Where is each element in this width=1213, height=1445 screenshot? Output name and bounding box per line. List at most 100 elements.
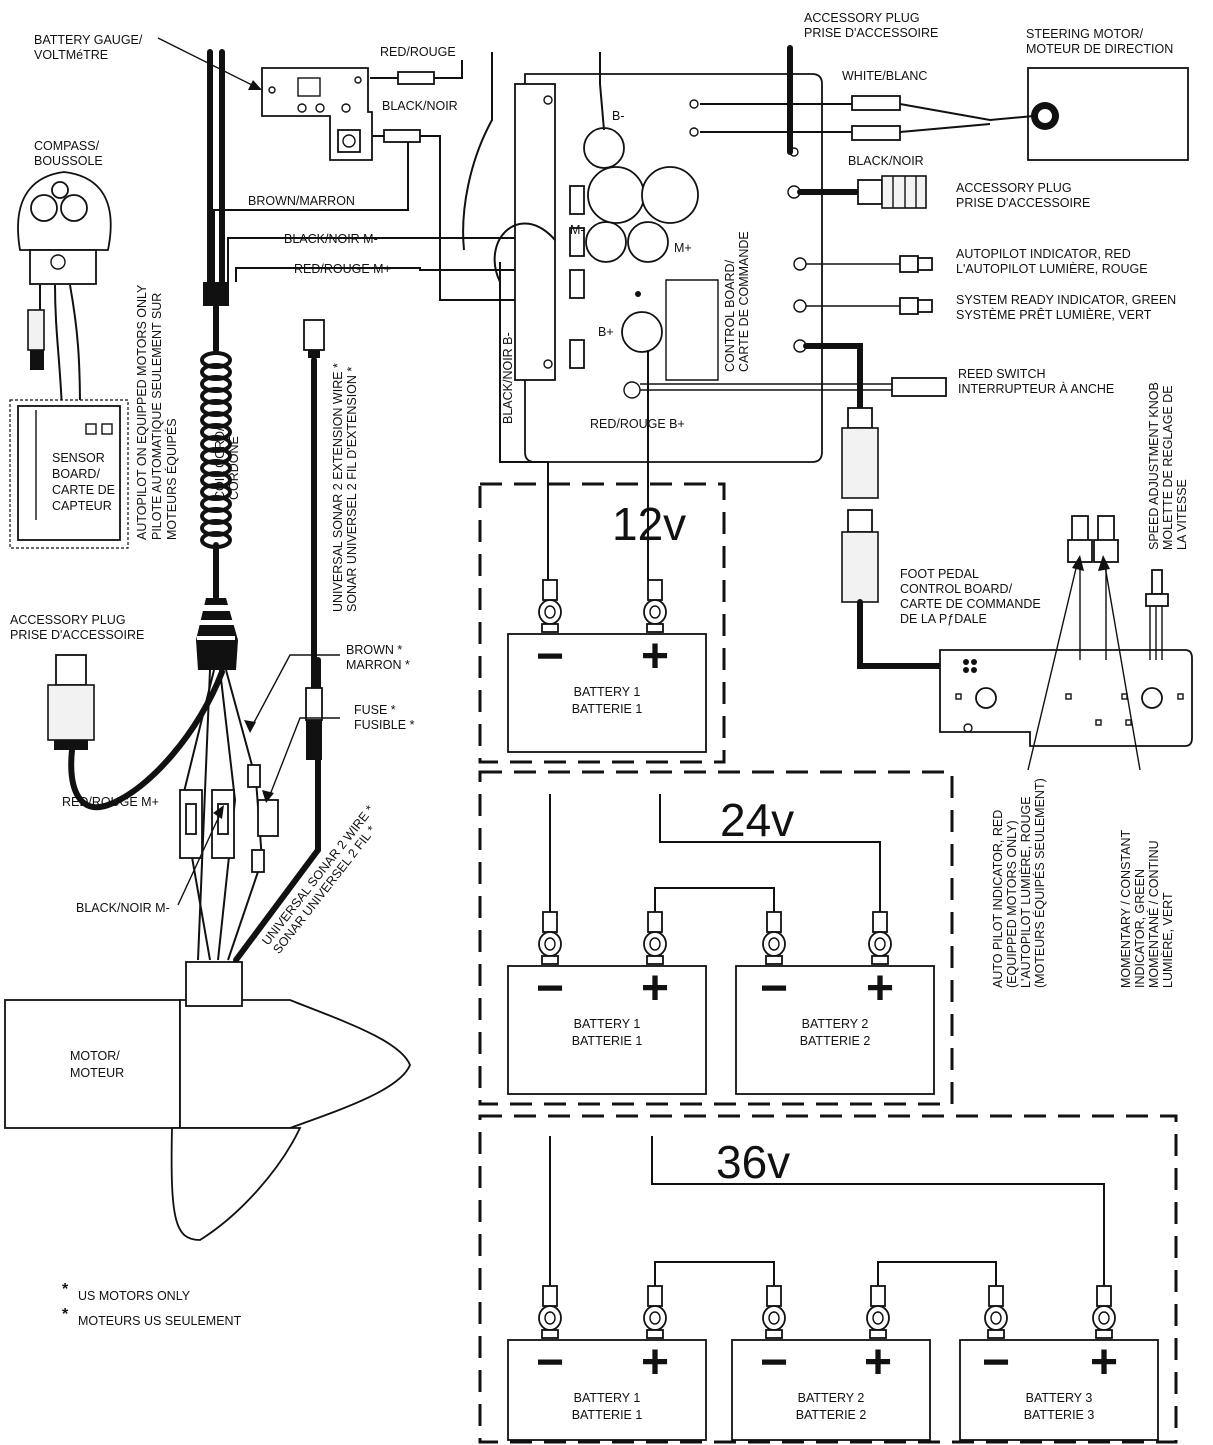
svg-text:ACCESSORY PLUG: ACCESSORY PLUG: [10, 613, 126, 627]
svg-text:L'AUTOPILOT LUMIÈRE, ROUGE: L'AUTOPILOT LUMIÈRE, ROUGE: [956, 261, 1148, 276]
fuse-label: FUSE *FUSIBLE *: [354, 703, 415, 732]
svg-text:DE LA PƒDALE: DE LA PƒDALE: [900, 612, 987, 626]
battery-label: BATTERIE 1: [572, 1408, 643, 1422]
plus-symbol: +: [866, 962, 894, 1015]
sonar-extension-plug: [303, 319, 325, 760]
svg-text:STEERING MOTOR/: STEERING MOTOR/: [1026, 27, 1144, 41]
svg-text:FOOT PEDAL: FOOT PEDAL: [900, 567, 979, 581]
plus-symbol: +: [641, 962, 669, 1015]
battery-label: BATTERY 2: [798, 1391, 865, 1405]
svg-text:REED SWITCH: REED SWITCH: [958, 367, 1046, 381]
brown-marron-label: BROWN/MARRON: [248, 194, 355, 208]
svg-text:BROWN/MARRON: BROWN/MARRON: [248, 194, 355, 208]
battery-label: BATTERIE 2: [796, 1408, 867, 1422]
svg-text:LUMIÈRE, VERT: LUMIÈRE, VERT: [1160, 892, 1175, 988]
svg-text:12v: 12v: [612, 498, 686, 550]
svg-text:MOMENTARY / CONSTANT: MOMENTARY / CONSTANT: [1119, 830, 1133, 988]
svg-text:MOTOR/: MOTOR/: [70, 1049, 120, 1063]
svg-text:US MOTORS ONLY: US MOTORS ONLY: [78, 1289, 191, 1303]
steering-motor-label: STEERING MOTOR/MOTEUR DE DIRECTION: [1026, 27, 1173, 56]
battery-label: BATTERIE 1: [572, 702, 643, 716]
minus-symbol: −: [536, 1336, 564, 1389]
cable-strain-relief: [196, 598, 238, 670]
battery-gauge-label: BATTERY GAUGE/VOLTMéTRE: [34, 33, 143, 62]
asterisk-1: *: [62, 1281, 69, 1298]
fuse-holder: [179, 764, 279, 873]
m-plus-label: M+: [674, 241, 692, 255]
svg-text:CONTROL BOARD/: CONTROL BOARD/: [900, 582, 1013, 596]
svg-text:RED/ROUGE: RED/ROUGE: [380, 45, 456, 59]
steering-motor: [700, 67, 1189, 161]
svg-text:ACCESSORY PLUG: ACCESSORY PLUG: [956, 181, 1072, 195]
svg-text:L'AUTOPILOT LUMIÈRE, ROUGE: L'AUTOPILOT LUMIÈRE, ROUGE: [1018, 796, 1033, 988]
m-minus-label: M-: [570, 223, 585, 237]
svg-text:24v: 24v: [720, 794, 794, 846]
svg-text:BOUSSOLE: BOUSSOLE: [34, 154, 103, 168]
svg-text:CONTROL BOARD/: CONTROL BOARD/: [723, 259, 737, 372]
accessory-plug-left: [47, 654, 95, 750]
svg-text:(EQUIPPED MOTORS ONLY): (EQUIPPED MOTORS ONLY): [1005, 820, 1019, 988]
svg-text:WHITE/BLANC: WHITE/BLANC: [842, 69, 927, 83]
battery-label: BATTERY 1: [574, 685, 641, 699]
asterisk-2: *: [62, 1306, 69, 1323]
minus-symbol: −: [536, 630, 564, 683]
svg-text:BATTERY GAUGE/: BATTERY GAUGE/: [34, 33, 143, 47]
svg-text:AUTO PILOT INDICATOR, RED: AUTO PILOT INDICATOR, RED: [991, 810, 1005, 988]
svg-text:ACCESSORY PLUG: ACCESSORY PLUG: [804, 11, 920, 25]
white-blanc-label: WHITE/BLANC: [842, 69, 927, 83]
black-noir-m-minus-label: BLACK/NOIR M-: [284, 232, 378, 246]
svg-text:(MOTEURS ÉQUIPÉS SEULEMENT): (MOTEURS ÉQUIPÉS SEULEMENT): [1032, 778, 1047, 988]
red-rouge-b-plus-label: RED/ROUGE B+: [590, 417, 685, 431]
b-minus-label: B-: [612, 109, 625, 123]
svg-text:BLACK/NOIR: BLACK/NOIR: [848, 154, 924, 168]
svg-text:PRISE D'ACCESSOIRE: PRISE D'ACCESSOIRE: [956, 196, 1090, 210]
svg-text:BLACK/NOIR M-: BLACK/NOIR M-: [76, 901, 170, 915]
voltage-24v: 24v: [720, 794, 794, 846]
svg-text:36v: 36v: [716, 1136, 790, 1188]
svg-text:COIL CORD/: COIL CORD/: [213, 427, 227, 500]
foot-pedal-board: [939, 515, 1193, 771]
voltage-36v: 36v: [716, 1136, 790, 1188]
svg-text:SYSTEM READY INDICATOR, GREEN: SYSTEM READY INDICATOR, GREEN: [956, 293, 1176, 307]
svg-text:CARTE DE COMMANDE: CARTE DE COMMANDE: [900, 597, 1041, 611]
svg-text:BLACK/NOIR M-: BLACK/NOIR M-: [284, 232, 378, 246]
svg-text:M-: M-: [570, 223, 585, 237]
battery-label: BATTERY 3: [1026, 1391, 1093, 1405]
motor-lead-wires: [68, 657, 321, 963]
accessory-plug-right: [797, 175, 927, 209]
svg-text:CARTE DE COMMANDE: CARTE DE COMMANDE: [737, 231, 751, 372]
svg-text:INDICATOR, GREEN: INDICATOR, GREEN: [1133, 869, 1147, 988]
battery-label: BATTERY 2: [802, 1017, 869, 1031]
red-rouge-m-plus-label: RED/ROUGE M+: [294, 262, 391, 276]
brown-marron-star-label: BROWN *MARRON *: [346, 643, 410, 672]
svg-text:RED/ROUGE B+: RED/ROUGE B+: [590, 417, 685, 431]
svg-text:MOMENTANÉ / CONTINU: MOMENTANÉ / CONTINU: [1146, 840, 1161, 988]
svg-text:MOLETTE DE REGLAGE DE: MOLETTE DE REGLAGE DE: [1161, 385, 1175, 550]
svg-text:SPEED ADJUSTMENT KNOB: SPEED ADJUSTMENT KNOB: [1147, 382, 1161, 550]
black-noir-right-label: BLACK/NOIR: [848, 154, 924, 168]
svg-text:B+: B+: [598, 325, 614, 339]
svg-text:PRISE D'ACCESSOIRE: PRISE D'ACCESSOIRE: [10, 628, 144, 642]
minus-symbol: −: [760, 1336, 788, 1389]
svg-text:FUSE *: FUSE *: [354, 703, 396, 717]
plus-symbol: +: [641, 1336, 669, 1389]
svg-text:*: *: [62, 1281, 69, 1298]
black-noir-m-minus-bottom-label: BLACK/NOIR M-: [76, 901, 170, 915]
battery-24v: [478, 770, 954, 1106]
svg-text:UNIVERSAL SONAR 2 EXTENSION WI: UNIVERSAL SONAR 2 EXTENSION WIRE *: [331, 363, 345, 612]
plus-symbol: +: [1090, 1336, 1118, 1389]
battery-12v: [478, 482, 726, 764]
svg-text:RED/ROUGE M+: RED/ROUGE M+: [62, 795, 159, 809]
svg-text:AUTOPILOT INDICATOR, RED: AUTOPILOT INDICATOR, RED: [956, 247, 1131, 261]
svg-text:AUTOPILOT ON EQUIPPED MOTORS O: AUTOPILOT ON EQUIPPED MOTORS ONLY: [135, 284, 149, 540]
